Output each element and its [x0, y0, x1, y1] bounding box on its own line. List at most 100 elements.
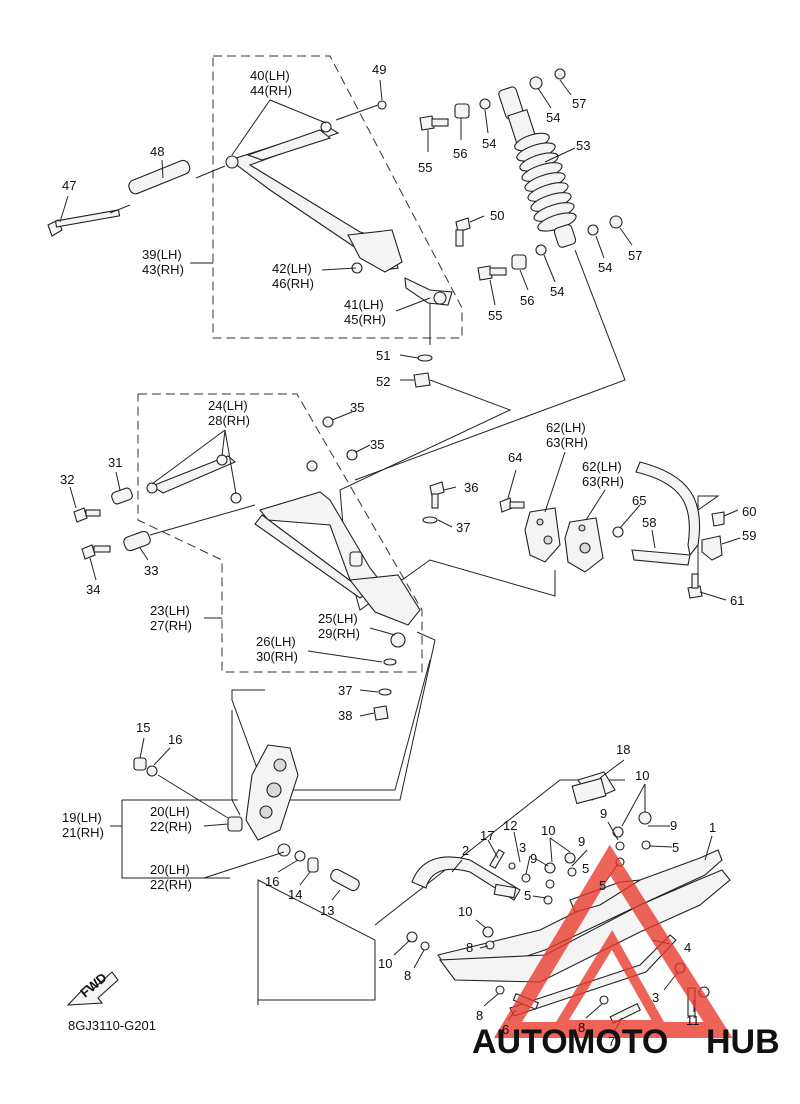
- label-52: 52: [376, 374, 390, 389]
- ball-joint-25: [390, 632, 406, 648]
- label-14: 14: [288, 887, 302, 902]
- bolt-61: [687, 573, 703, 599]
- label-32: 32: [60, 472, 74, 487]
- label-37b: 37: [338, 683, 352, 698]
- label-63b: 63(RH): [582, 474, 624, 489]
- label-10b: 10: [541, 823, 555, 838]
- label-63a: 63(RH): [546, 435, 588, 450]
- label-49: 49: [372, 62, 386, 77]
- upper-a-arm: [225, 100, 403, 273]
- label-16b: 16: [265, 874, 279, 889]
- label-62a: 62(LH): [546, 420, 586, 435]
- watermark-text-auto: AUTO: [472, 1023, 568, 1061]
- label-10a: 10: [635, 768, 649, 783]
- bushing-20b: [277, 843, 291, 857]
- sleeve-31: [111, 487, 133, 505]
- watermark-text-moto: MOTO: [567, 1023, 668, 1061]
- bolt-32: [73, 507, 101, 523]
- ski-hardware: [406, 811, 710, 1024]
- label-1: 1: [709, 820, 716, 835]
- label-54b: 54: [482, 136, 496, 151]
- watermark: [493, 844, 733, 1038]
- bar-58-top: [635, 461, 701, 557]
- label-55b: 55: [488, 308, 502, 323]
- label-11: 11: [686, 1013, 700, 1028]
- label-39: 39(LH): [142, 247, 182, 262]
- label-9c: 9: [670, 818, 677, 833]
- label-31: 31: [108, 455, 122, 470]
- washer-37-upper: [422, 516, 438, 524]
- diagram-code: 8GJ3110-G201: [68, 1018, 156, 1033]
- label-15: 15: [136, 720, 150, 735]
- label-2: 2: [462, 843, 469, 858]
- label-9b: 9: [600, 806, 607, 821]
- washer-26: [383, 658, 397, 666]
- label-21: 21(RH): [62, 825, 104, 840]
- label-10d: 10: [378, 956, 392, 971]
- label-56a: 56: [453, 146, 467, 161]
- label-6: 6: [502, 1022, 509, 1037]
- ski-handle-2: [411, 856, 521, 901]
- watermark-text-hub: HUB: [706, 1023, 780, 1061]
- label-45: 45(RH): [344, 312, 386, 327]
- label-20b: 20(LH): [150, 862, 190, 877]
- label-34: 34: [86, 582, 100, 597]
- label-57a: 57: [572, 96, 586, 111]
- part-labels: 40(LH) 44(RH) 49 48 47 39(LH) 43(RH) 42(…: [60, 62, 756, 1049]
- label-leaders: [59, 79, 741, 1033]
- label-54c: 54: [598, 260, 612, 275]
- label-3b: 3: [652, 990, 659, 1005]
- label-4: 4: [684, 940, 691, 955]
- label-5a: 5: [672, 840, 679, 855]
- label-40: 40(LH): [250, 68, 290, 83]
- label-19: 19(LH): [62, 810, 102, 825]
- label-57b: 57: [628, 248, 642, 263]
- label-43: 43(RH): [142, 262, 184, 277]
- label-65: 65: [632, 493, 646, 508]
- label-38: 38: [338, 708, 352, 723]
- label-22a: 22(RH): [150, 819, 192, 834]
- bar-58-end: [631, 549, 691, 566]
- label-53: 53: [576, 138, 590, 153]
- label-46: 46(RH): [272, 276, 314, 291]
- label-50: 50: [490, 208, 504, 223]
- nut-38: [373, 705, 389, 721]
- label-8a: 8: [466, 940, 473, 955]
- shock-hardware-top: [419, 68, 566, 131]
- label-42: 42(LH): [272, 261, 312, 276]
- label-9a: 9: [578, 834, 585, 849]
- label-61: 61: [730, 593, 744, 608]
- label-5b: 5: [582, 861, 589, 876]
- watermark-text: AUTO MOTO HUB: [472, 1023, 780, 1061]
- label-5d: 5: [524, 888, 531, 903]
- label-10c: 10: [458, 904, 472, 919]
- clamp-59: [701, 535, 723, 561]
- label-29: 29(RH): [318, 626, 360, 641]
- label-58: 58: [642, 515, 656, 530]
- label-54d: 54: [550, 284, 564, 299]
- label-25: 25(LH): [318, 611, 358, 626]
- bracket-62: [524, 507, 561, 563]
- label-62b: 62(LH): [582, 459, 622, 474]
- nut-52: [413, 372, 431, 388]
- label-8d: 8: [578, 1020, 585, 1035]
- bolt-64: [499, 497, 525, 513]
- bushing-15: [133, 757, 147, 771]
- spindle-19: [245, 744, 299, 841]
- washer-37: [378, 688, 392, 696]
- label-47: 47: [62, 178, 76, 193]
- lower-a-arm: [146, 416, 421, 626]
- pin-13: [330, 868, 360, 892]
- label-28: 28(RH): [208, 413, 250, 428]
- label-51: 51: [376, 348, 390, 363]
- shock-absorber-53: [498, 86, 577, 248]
- bolt-36: [429, 481, 445, 509]
- nut-60: [711, 511, 725, 527]
- label-55a: 55: [418, 160, 432, 175]
- label-36: 36: [464, 480, 478, 495]
- bushing-14: [307, 857, 319, 873]
- label-54a: 54: [546, 110, 560, 125]
- fwd-arrow: FWD: [66, 970, 119, 1006]
- label-41: 41(LH): [344, 297, 384, 312]
- label-59: 59: [742, 528, 756, 543]
